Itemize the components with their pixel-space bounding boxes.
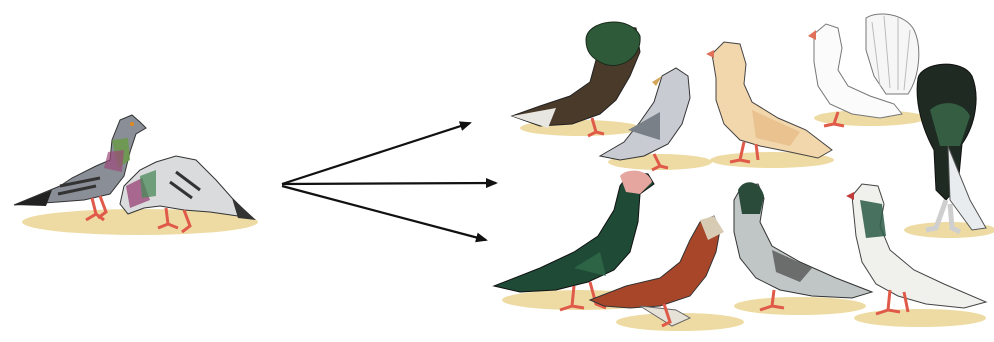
buff-pigeon-icon <box>706 42 832 162</box>
fantail-pigeon-icon <box>808 14 919 126</box>
pouter-pigeon-icon <box>917 64 986 232</box>
arrow-right-icon <box>282 183 496 184</box>
modena-pigeon-icon <box>734 182 872 310</box>
ancestor-rock-pigeons <box>14 115 258 235</box>
descendant-pigeon-breeds <box>494 14 994 331</box>
breeding-arrows <box>282 123 496 240</box>
arrow-right-icon <box>282 186 486 240</box>
arrow-right-icon <box>282 123 470 184</box>
jacobin-pigeon-icon <box>512 22 640 136</box>
